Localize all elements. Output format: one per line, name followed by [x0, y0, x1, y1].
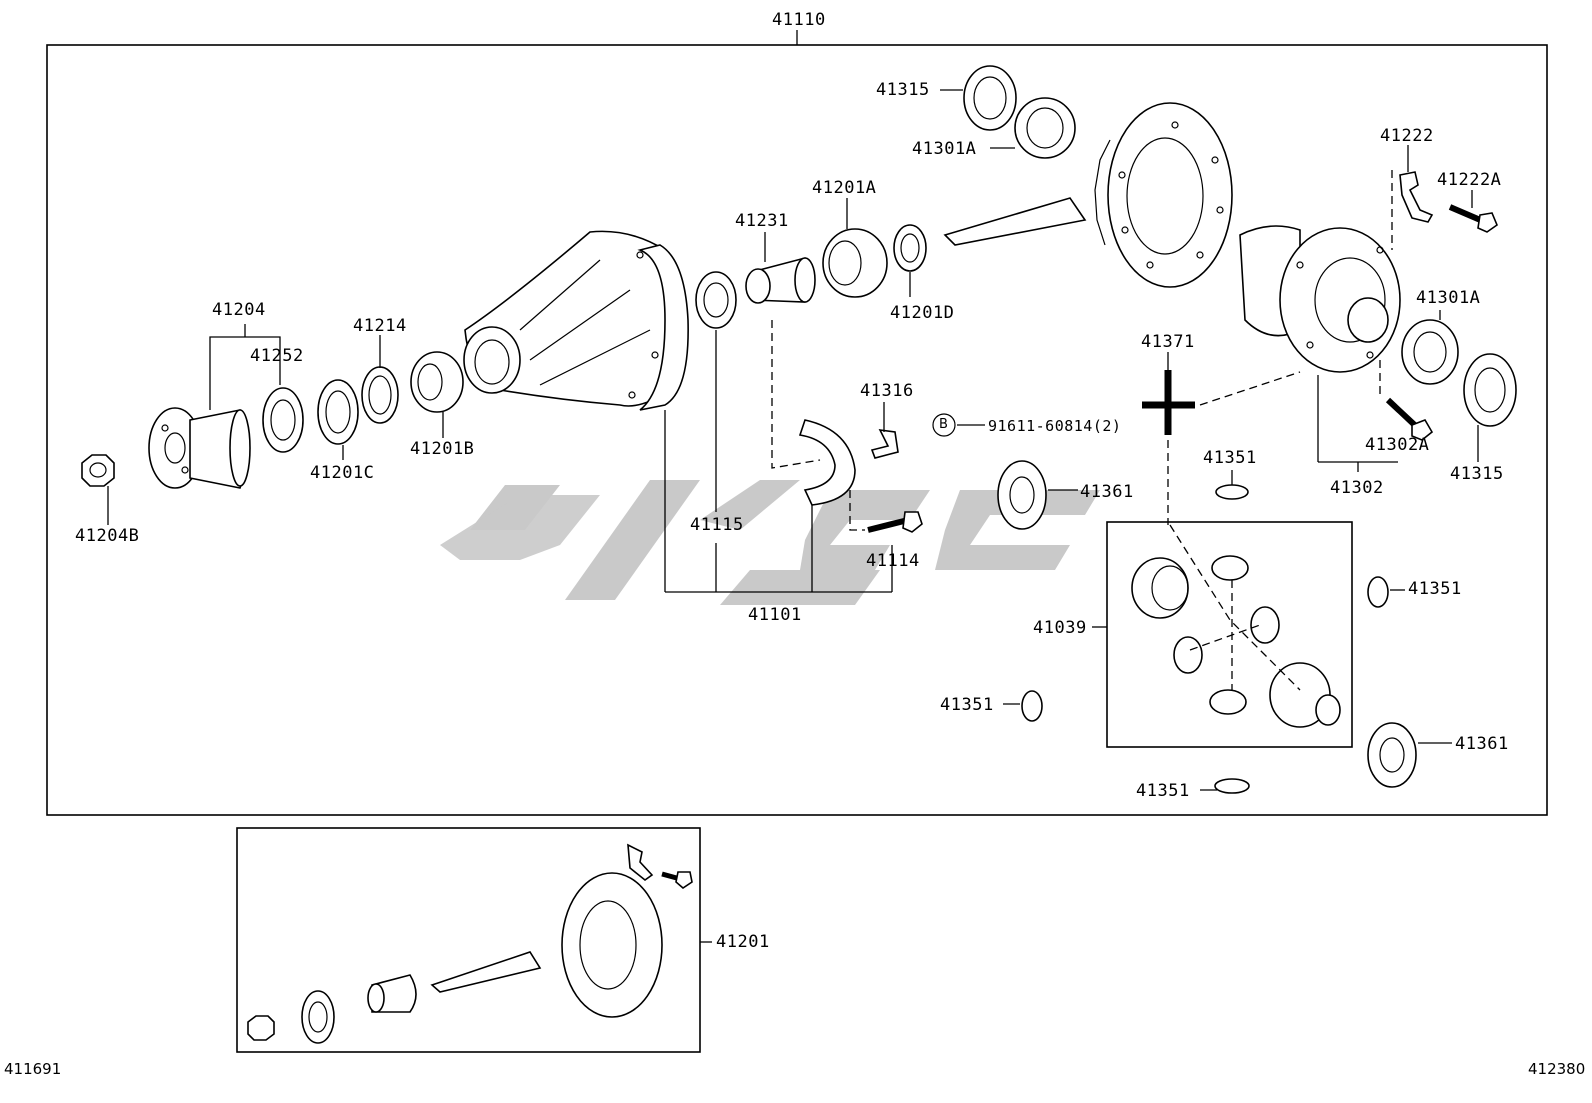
nut-41204B	[81, 454, 115, 525]
washer-41351-right	[1367, 576, 1405, 608]
spacer-41231	[745, 232, 816, 304]
ring-gear-and-pinion	[943, 102, 1233, 288]
label-41351-bottom: 41351	[1136, 781, 1190, 801]
assembly-label: 41110	[772, 10, 826, 30]
bearing-41201A	[822, 198, 888, 298]
label-41301A-top: 41301A	[912, 139, 977, 159]
clip-41316	[870, 402, 899, 459]
oil-seal-41115	[695, 271, 737, 592]
label-41201B: 41201B	[410, 439, 475, 459]
spacer-41214	[361, 335, 399, 424]
bearing-41301A-right	[1401, 310, 1459, 385]
washer-41351-left	[1003, 690, 1043, 722]
label-41351-top: 41351	[1203, 448, 1257, 468]
flange-41204	[148, 324, 281, 489]
label-41039: 41039	[1033, 618, 1087, 638]
bearing-41301A-top	[990, 97, 1076, 159]
label-41302A: 41302A	[1365, 435, 1430, 455]
label-41316: 41316	[860, 381, 914, 401]
bearing-cap	[771, 320, 856, 592]
label-41351-right: 41351	[1408, 579, 1462, 599]
thrust-washer-41361-top	[997, 460, 1078, 530]
label-41231: 41231	[735, 211, 789, 231]
bearing-41201B	[410, 351, 464, 438]
label-41371: 41371	[1141, 332, 1195, 352]
differential-case-41302	[1239, 225, 1401, 472]
label-41201D: 41201D	[890, 303, 955, 323]
label-41252: 41252	[250, 346, 304, 366]
washer-41351-top	[1215, 470, 1249, 500]
seal-41252	[262, 387, 304, 453]
corner-code-right: 412380	[1528, 1060, 1586, 1078]
bolt-41302A	[1379, 360, 1434, 441]
ring-pinion-kit-box	[236, 827, 701, 1053]
watermark-logo	[440, 480, 1100, 605]
label-41315-right: 41315	[1450, 464, 1504, 484]
label-91611-60814: 91611-60814(2)	[988, 417, 1122, 435]
bearing-41201C	[317, 379, 359, 460]
bolt-41114	[849, 490, 923, 592]
side-gears-and-pinions	[1131, 524, 1341, 728]
corner-code-left: 411691	[4, 1060, 62, 1078]
label-41315-top: 41315	[876, 80, 930, 100]
bolt-41222A	[1448, 190, 1498, 233]
adjusting-nut-41315-right	[1463, 353, 1517, 462]
washer-41201D	[893, 224, 927, 297]
lock-plate-41222	[1391, 145, 1434, 250]
label-41222: 41222	[1380, 126, 1434, 146]
label-41115: 41115	[690, 515, 744, 535]
label-41201C: 41201C	[310, 463, 375, 483]
label-41302: 41302	[1330, 478, 1384, 498]
callout-b-bolt	[932, 413, 985, 437]
label-41361-top: 41361	[1080, 482, 1134, 502]
label-41222A: 41222A	[1437, 170, 1502, 190]
label-41204B: 41204B	[75, 526, 140, 546]
label-41214: 41214	[353, 316, 407, 336]
label-41201: 41201	[716, 932, 770, 952]
label-41114: 41114	[866, 551, 920, 571]
adjusting-nut-41315-top	[940, 65, 1017, 131]
label-41351-left: 41351	[940, 695, 994, 715]
callout-b-symbol: B	[939, 417, 948, 432]
label-41201A: 41201A	[812, 178, 877, 198]
label-41301A-right: 41301A	[1416, 288, 1481, 308]
label-41101: 41101	[748, 605, 802, 625]
carrier-housing-41101	[463, 230, 892, 593]
pinion-shaft-41371	[1142, 352, 1301, 525]
ring-pinion-kit-parts	[247, 843, 693, 1044]
thrust-washer-41361-bottom	[1367, 722, 1452, 788]
label-41204: 41204	[212, 300, 266, 320]
differential-kit-box	[1106, 521, 1353, 748]
label-41361-bottom: 41361	[1455, 734, 1509, 754]
washer-41351-bottom	[1200, 778, 1250, 794]
